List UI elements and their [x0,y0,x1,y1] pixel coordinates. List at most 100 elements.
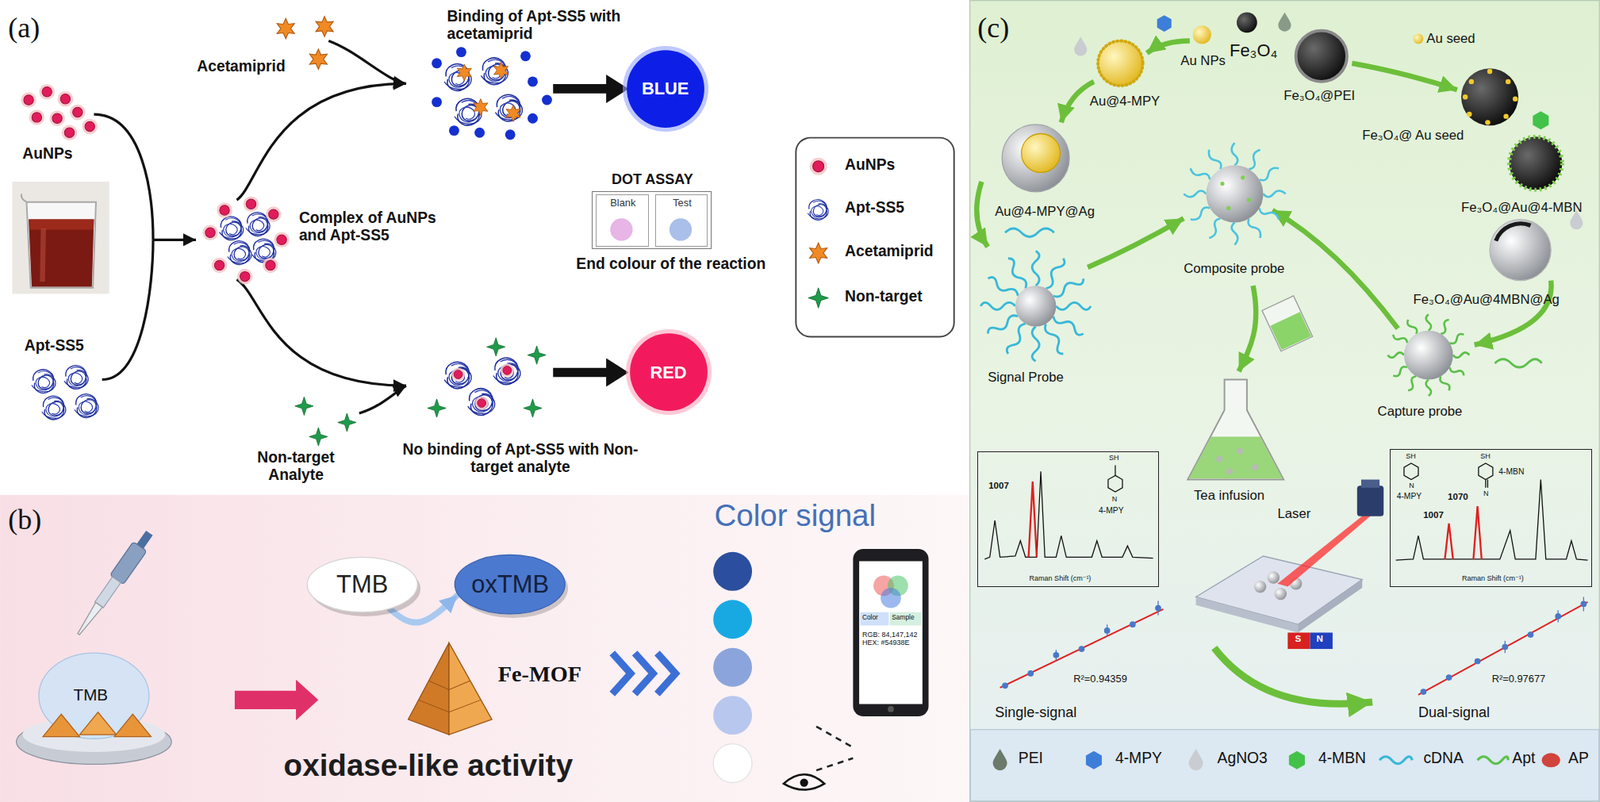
oval-shape [306,556,418,612]
raman-spectrum [1444,523,1453,560]
synthesis-arrow [1147,40,1190,53]
spectrum-box: 1007SHN4-MPYRaman Shift (cm⁻¹) [977,451,1159,588]
composite-probe [1246,217,1263,240]
gold-nanoparticles [29,109,46,126]
figure-label: Fe₃O₄ [1229,40,1278,61]
composite-probe [1189,165,1212,183]
node-text: Sample [891,613,914,622]
legend-icon [1379,756,1412,764]
composite-probe [1231,142,1239,165]
phone-screen: ColorSampleRGB: 84,147,142 HEX: #54938E [852,548,929,717]
figure-label: Au seed [1426,30,1475,47]
tea-flask [1187,379,1284,480]
magnetic-platform [1196,556,1363,649]
acetamiprid-stars [315,16,334,37]
beaker [1270,311,1311,350]
nonbinding-cluster [523,399,542,418]
legend-text: cDNA [1423,749,1463,768]
tea-flask [1187,379,1284,480]
oval-shape [455,555,566,615]
signal-probe [1032,326,1040,362]
legend-box [795,138,954,338]
raman-spectrum [1114,465,1116,476]
aptamer-tangles [74,394,99,418]
tea-flask [1251,464,1259,471]
binding-cluster [444,64,472,91]
node-text: N [1112,494,1118,503]
binding-cluster [448,125,460,136]
binding-cluster [527,113,538,124]
node-text: SH [1405,452,1416,461]
flow-arrow [153,238,196,242]
figure-label: Fe₃O₄@PEI [1283,88,1355,104]
fe-mof-pyramid [408,642,492,735]
raman-spectrum [1473,506,1482,560]
synthesis-arrow [1087,218,1184,268]
nanoparticle [1296,30,1347,82]
nontarget-stars [309,427,328,446]
nanoparticle [1503,113,1508,119]
smartphone [880,587,902,609]
smartphone [890,612,922,626]
signal-probe [980,250,1091,361]
raman-spectrum [1478,463,1493,480]
reagent-icons [1074,36,1087,56]
nanoparticle [1462,69,1518,126]
raman-spectrum [1396,479,1589,561]
node-text: N [1483,489,1489,498]
legend-icon [993,748,1561,771]
calibration-plot [1504,596,1584,653]
magnetic-platform [1196,596,1299,633]
process-arrow [234,679,319,721]
raman-spectrum [1485,479,1489,488]
binding-cluster [456,46,467,58]
binding-cluster [520,50,531,62]
result-circle: BLUE [622,46,709,132]
signal-probe [1043,256,1067,290]
tea-flask [1189,437,1283,480]
calibration-plot [1474,658,1480,664]
binding-cluster [431,46,553,140]
figure-label: Tea infusion [1193,487,1265,503]
beaker-photo [12,181,110,294]
panel-background [970,729,1599,802]
node-text: RGB: 84,147,142 HEX: #54938E [862,630,922,648]
complex-cluster [211,257,228,274]
calibration-plot [1078,646,1084,652]
legend-box [809,242,828,263]
panel-background [970,0,1600,802]
nonbinding-cluster [487,337,506,357]
calibration-plot [1130,621,1136,627]
figure-label: AuNPs [22,145,73,163]
legend-box [795,138,954,338]
color-dots [713,695,753,735]
panel-letter: (b) [7,503,42,537]
binding-cluster [494,61,509,79]
panel-letter: (a) [7,11,40,45]
figure-label: Au NPs [1180,53,1226,69]
figure-label: Capture probe [1377,403,1463,419]
nanoparticle [1001,30,1562,281]
complex-cluster [219,216,244,240]
nontarget-stars [337,413,357,432]
chevrons [612,652,676,694]
magnetic-platform [1310,632,1333,649]
capture-probe [1426,379,1432,396]
node-text: 4-MPY [1396,491,1422,502]
capture-probe [1438,318,1451,335]
sample-dish [16,652,173,764]
nontarget-stars [295,396,314,415]
nanoparticle [1097,40,1144,86]
panel-region: (a)BLUEREDDOT ASSAYBlankTest [0,0,970,495]
panel-letter: (c) [977,11,1010,45]
capture-probe [1438,375,1451,392]
beaker-photo [28,219,94,288]
legend-text: AP [1568,749,1589,768]
beaker-photo [21,193,27,202]
synthesis-arrow [1214,648,1373,705]
nanoparticle [1508,136,1562,190]
figure-label: Composite probe [1183,260,1285,277]
synthesis-arrow [1351,63,1457,90]
calibration-plot [1418,602,1589,695]
